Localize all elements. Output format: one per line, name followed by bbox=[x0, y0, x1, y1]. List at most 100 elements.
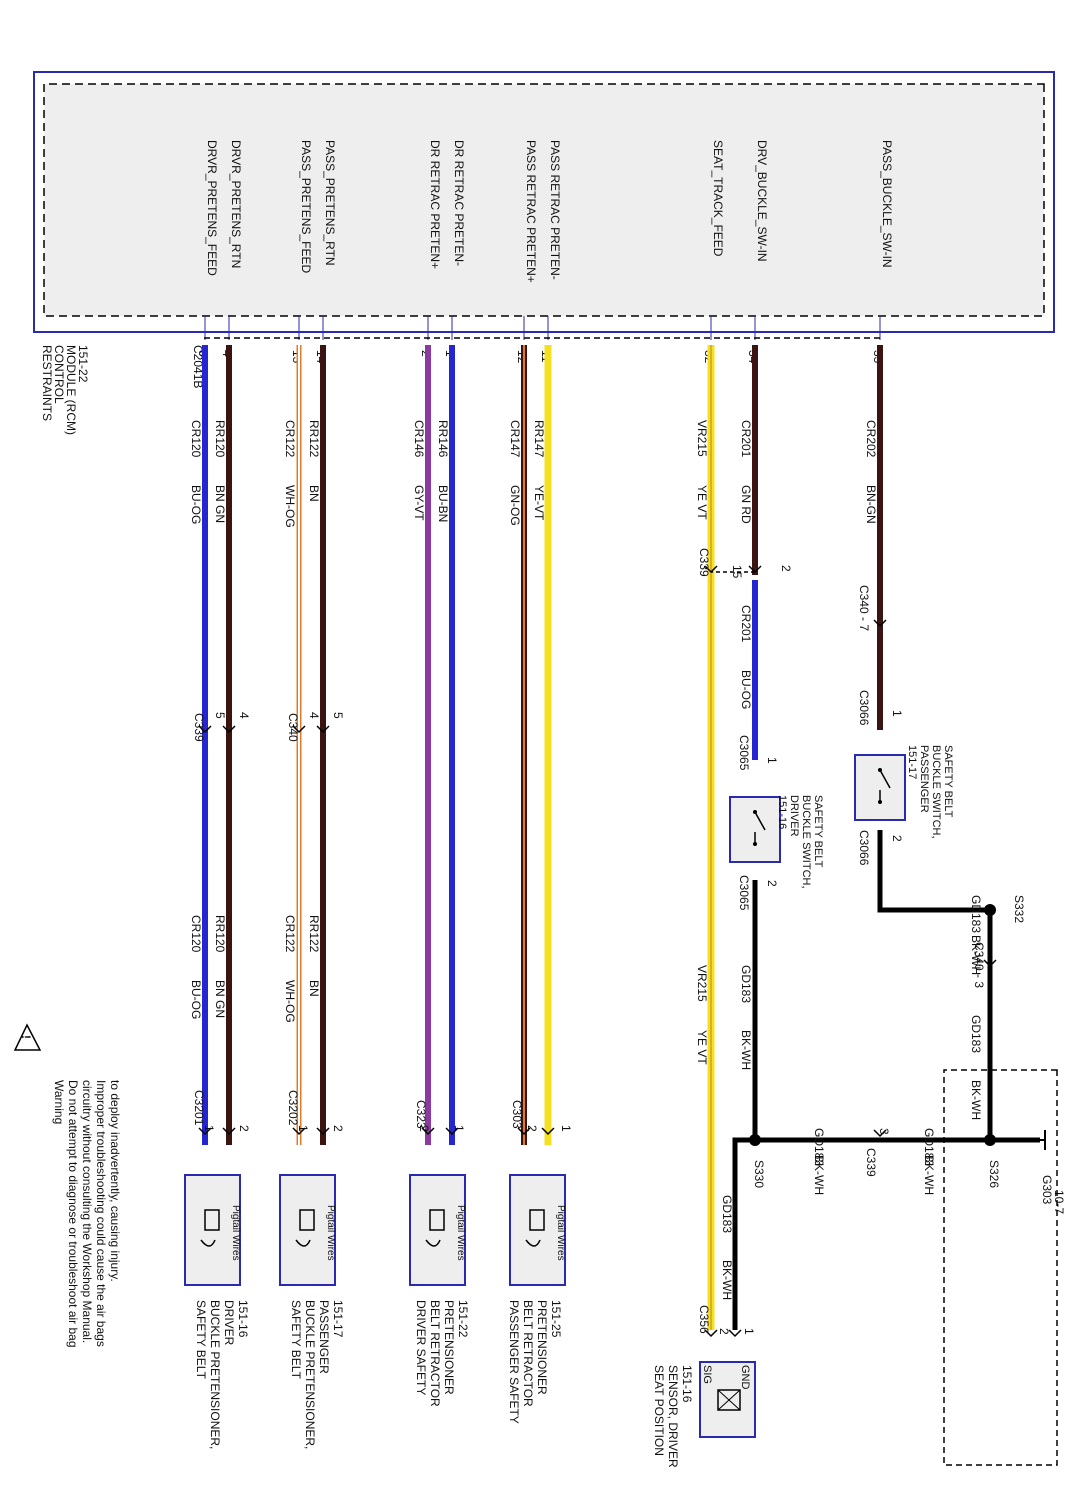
sensor-gnd: GND bbox=[739, 1365, 751, 1390]
rcm-title-line: CONTROL bbox=[52, 345, 66, 404]
ground-g303: G303 bbox=[1040, 1175, 1054, 1205]
svg-text:!: ! bbox=[19, 1035, 33, 1039]
splice-s326: S326 bbox=[987, 1160, 1001, 1188]
connector-c323: C323 bbox=[414, 1100, 428, 1129]
pin-number: 2 bbox=[890, 835, 904, 842]
inline-connector-marks bbox=[198, 565, 997, 1338]
warning-box bbox=[943, 1069, 1058, 1466]
wire-circuit: RR120 bbox=[213, 420, 227, 458]
pin-number: 5 bbox=[331, 712, 345, 719]
pigtail-label: Pigtail Wires bbox=[325, 1205, 336, 1261]
component-label: 151-17 bbox=[906, 745, 918, 779]
wire-circuit: CR201 bbox=[739, 605, 753, 643]
pin-number: 1 bbox=[765, 757, 779, 764]
component-label: BELT RETRACTOR bbox=[521, 1300, 535, 1407]
wire-circuit: VR215 bbox=[695, 420, 709, 457]
rcm-title: RESTRAINTS CONTROL MODULE (RCM) 151-22 bbox=[40, 345, 90, 435]
connector-c339: C339 bbox=[697, 548, 711, 577]
wire-circuit: RR147 bbox=[532, 420, 546, 458]
warning-heading: Warning bbox=[52, 1080, 66, 1124]
component-label: 151-16 bbox=[236, 1300, 250, 1338]
pin-name: PASS RETRAC PRETEN+ bbox=[524, 140, 538, 283]
connector-c340-3: C340 - 3 bbox=[972, 942, 986, 988]
rcm-module-body bbox=[43, 83, 1045, 317]
splice-dots bbox=[749, 904, 996, 1146]
connector-c303: C303 bbox=[510, 1100, 524, 1129]
component-label: BUCKLE SWITCH, bbox=[800, 795, 812, 889]
rcm-title-line: RESTRAINTS bbox=[40, 345, 54, 421]
pin-number: 3 bbox=[877, 1128, 891, 1135]
splice-s330: S330 bbox=[752, 1160, 766, 1188]
component-label: 151-16 bbox=[776, 795, 788, 829]
pin-number: 1 bbox=[452, 1125, 466, 1132]
connector-c3065: C3065 bbox=[737, 735, 751, 771]
wire-circuit: GD183 bbox=[969, 895, 983, 933]
wire-color: BK-WH bbox=[720, 1260, 734, 1300]
pigtail-label: Pigtail Wires bbox=[455, 1205, 466, 1261]
wire-color: YE VT bbox=[695, 485, 709, 520]
sensor-sig: SIG bbox=[701, 1365, 713, 1384]
wire-color: YE VT bbox=[695, 1030, 709, 1065]
pin-name: PASS_BUCKLE_SW-IN bbox=[880, 140, 894, 268]
wire-color: WH-OG bbox=[283, 980, 297, 1023]
splice-s332: S332 bbox=[1012, 895, 1026, 923]
component-label: 151-22 bbox=[456, 1300, 470, 1338]
wire-color: BN GN bbox=[213, 485, 227, 523]
wire-color: BK-WH bbox=[969, 935, 983, 975]
component-label: SAFETY BELT bbox=[942, 745, 954, 818]
wire-color: BK-WH bbox=[812, 1155, 826, 1195]
ground-symbol-icon bbox=[1040, 1130, 1046, 1150]
wire-circuit: GD183 bbox=[739, 965, 753, 1003]
warning-line: circuitry without consulting the Worksho… bbox=[80, 1080, 94, 1343]
wire-circuit: CR122 bbox=[283, 420, 297, 458]
component-label: SAFETY BELT bbox=[194, 1300, 208, 1380]
pin-number: 15 bbox=[730, 565, 744, 579]
pin-number: 2 bbox=[417, 1125, 431, 1132]
component-label: 151-25 bbox=[549, 1300, 563, 1338]
wire-circuit: CR202 bbox=[864, 420, 878, 458]
component-label: DRIVER bbox=[222, 1300, 236, 1346]
drv-pretensioner-label: SAFETY BELT BUCKLE PRETENSIONER, DRIVER … bbox=[194, 1300, 250, 1449]
pin-number: 1 bbox=[890, 710, 904, 717]
wire-circuit: VR215 bbox=[695, 965, 709, 1002]
pin-number: 1 bbox=[296, 1125, 310, 1132]
wire-color: BU-OG bbox=[189, 980, 203, 1019]
wire-color: BK-WH bbox=[922, 1155, 936, 1195]
component-label: PASSENGER bbox=[317, 1300, 331, 1374]
component-label: SEAT POSITION bbox=[652, 1365, 666, 1456]
component-label: PRETENSIONER bbox=[442, 1300, 456, 1395]
wire-color: GN RD bbox=[739, 485, 753, 524]
component-label: SAFETY BELT bbox=[289, 1300, 303, 1380]
pin-number: 2 bbox=[717, 1328, 731, 1335]
drv-retractor-label: DRIVER SAFETY BELT RETRACTOR PRETENSIONE… bbox=[414, 1300, 470, 1407]
wire-circuit: RR122 bbox=[307, 915, 321, 953]
ground-wires bbox=[732, 830, 1040, 1330]
pin-number: 2 bbox=[237, 1125, 251, 1132]
wire-circuit: GD183 bbox=[922, 1128, 936, 1166]
pin-name: DRV_BUCKLE_SW-IN bbox=[755, 140, 769, 262]
pin-name: DR RETRAC PRETEN+ bbox=[428, 140, 442, 269]
warning-line: Do not attempt to diagnose or troublesho… bbox=[66, 1080, 80, 1348]
wire-color: YE-VT bbox=[532, 485, 546, 521]
component-label: BUCKLE PRETENSIONER, bbox=[303, 1300, 317, 1449]
component-label: BELT RETRACTOR bbox=[428, 1300, 442, 1407]
pin-number: 1 bbox=[559, 1125, 573, 1132]
component-label: DRIVER bbox=[788, 795, 800, 837]
wire-circuit: CR122 bbox=[283, 915, 297, 953]
rcm-title-line: MODULE (RCM) bbox=[64, 345, 78, 435]
pin-number: 4 bbox=[307, 712, 321, 719]
wire-color: BN-GN bbox=[864, 485, 878, 524]
component-label: BUCKLE SWITCH, bbox=[930, 745, 942, 839]
wire-color: BN bbox=[307, 980, 321, 997]
wire-color: BU-OG bbox=[189, 485, 203, 524]
connector-c3065: C3065 bbox=[737, 875, 751, 911]
pin-name: DR RETRAC PRETEN- bbox=[452, 140, 466, 266]
pin-name: PASS RETRAC PRETEN- bbox=[548, 140, 562, 280]
pin-number: 4 bbox=[237, 712, 251, 719]
pass-pretensioner-label: SAFETY BELT BUCKLE PRETENSIONER, PASSENG… bbox=[289, 1300, 345, 1449]
connector-c3066: C3066 bbox=[857, 830, 871, 866]
component-label: DRIVER SAFETY bbox=[414, 1300, 428, 1395]
warning-line: to deploy inadvertently, causing injury. bbox=[108, 1080, 122, 1282]
pigtail-label: Pigtail Wires bbox=[230, 1205, 241, 1261]
